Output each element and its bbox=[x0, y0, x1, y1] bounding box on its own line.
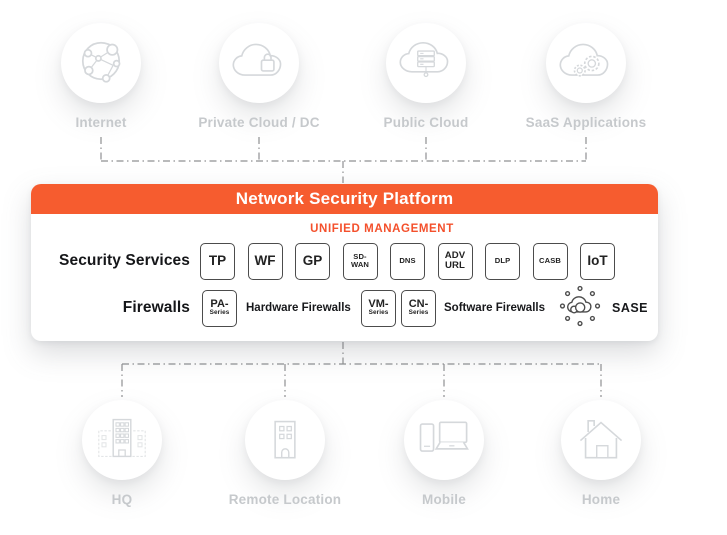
cloud-server-icon bbox=[397, 40, 455, 87]
platform-header: Network Security Platform bbox=[31, 184, 658, 214]
public-cloud-circle bbox=[386, 23, 466, 103]
badge-wf: WF bbox=[247, 242, 283, 280]
badge-casb: CASB bbox=[532, 242, 568, 280]
node-remote-location: Remote Location bbox=[205, 400, 365, 507]
home-icon bbox=[575, 414, 627, 467]
badge-vm-series: VM- Series bbox=[361, 289, 396, 327]
cloud-gears-icon bbox=[557, 41, 615, 86]
node-saas-applications: SaaS Applications bbox=[506, 23, 666, 130]
badge-tp: TP bbox=[200, 242, 235, 280]
unified-management-label: UNIFIED MANAGEMENT bbox=[310, 223, 454, 235]
internet-circle bbox=[61, 23, 141, 103]
security-services-label: Security Services bbox=[59, 252, 190, 269]
node-label: Home bbox=[581, 492, 621, 507]
saas-circle bbox=[546, 23, 626, 103]
badge-sd-wan: SD-WAN bbox=[342, 242, 378, 280]
network-globe-icon bbox=[75, 35, 127, 92]
remote-location-circle bbox=[245, 400, 325, 480]
node-label: Remote Location bbox=[228, 492, 342, 507]
node-label: Private Cloud / DC bbox=[198, 115, 320, 130]
hardware-firewalls-caption: Hardware Firewalls bbox=[246, 302, 351, 314]
sase-group: SASE bbox=[559, 285, 648, 332]
hq-circle bbox=[82, 400, 162, 480]
network-security-platform-card: Network Security Platform UNIFIED MANAGE… bbox=[31, 184, 658, 341]
node-label: Public Cloud bbox=[383, 115, 469, 130]
badge-cn-series: CN- Series bbox=[401, 289, 436, 327]
security-services-row: Security Services TP WF GP SD-WAN DNS AD… bbox=[31, 241, 658, 281]
hq-building-icon bbox=[94, 414, 150, 467]
node-mobile: Mobile bbox=[364, 400, 524, 507]
badge-gp: GP bbox=[295, 242, 330, 280]
firewalls-label: Firewalls bbox=[122, 299, 190, 316]
software-firewalls-caption: Software Firewalls bbox=[444, 302, 545, 314]
firewalls-row: Firewalls PA- Series Hardware Firewalls … bbox=[31, 285, 658, 332]
node-private-cloud-dc: Private Cloud / DC bbox=[179, 23, 339, 130]
badge-pa-series: PA- Series bbox=[202, 289, 237, 327]
node-label: HQ bbox=[111, 492, 133, 507]
remote-building-icon bbox=[260, 415, 310, 466]
badge-dns: DNS bbox=[390, 242, 425, 280]
home-circle bbox=[561, 400, 641, 480]
platform-title: Network Security Platform bbox=[235, 189, 454, 208]
node-public-cloud: Public Cloud bbox=[346, 23, 506, 130]
badge-iot: IoT bbox=[580, 242, 615, 280]
private-cloud-circle bbox=[219, 23, 299, 103]
mobile-circle bbox=[404, 400, 484, 480]
node-label: SaaS Applications bbox=[525, 115, 647, 130]
node-home: Home bbox=[521, 400, 681, 507]
node-internet: Internet bbox=[21, 23, 181, 130]
node-hq: HQ bbox=[42, 400, 202, 507]
cloud-lock-icon bbox=[230, 41, 288, 86]
node-label: Mobile bbox=[422, 492, 466, 507]
node-label: Internet bbox=[75, 115, 127, 130]
mobile-devices-icon bbox=[416, 418, 472, 463]
badge-dlp: DLP bbox=[485, 242, 520, 280]
sase-label: SASE bbox=[611, 301, 649, 315]
sase-cloud-icon bbox=[559, 285, 601, 332]
